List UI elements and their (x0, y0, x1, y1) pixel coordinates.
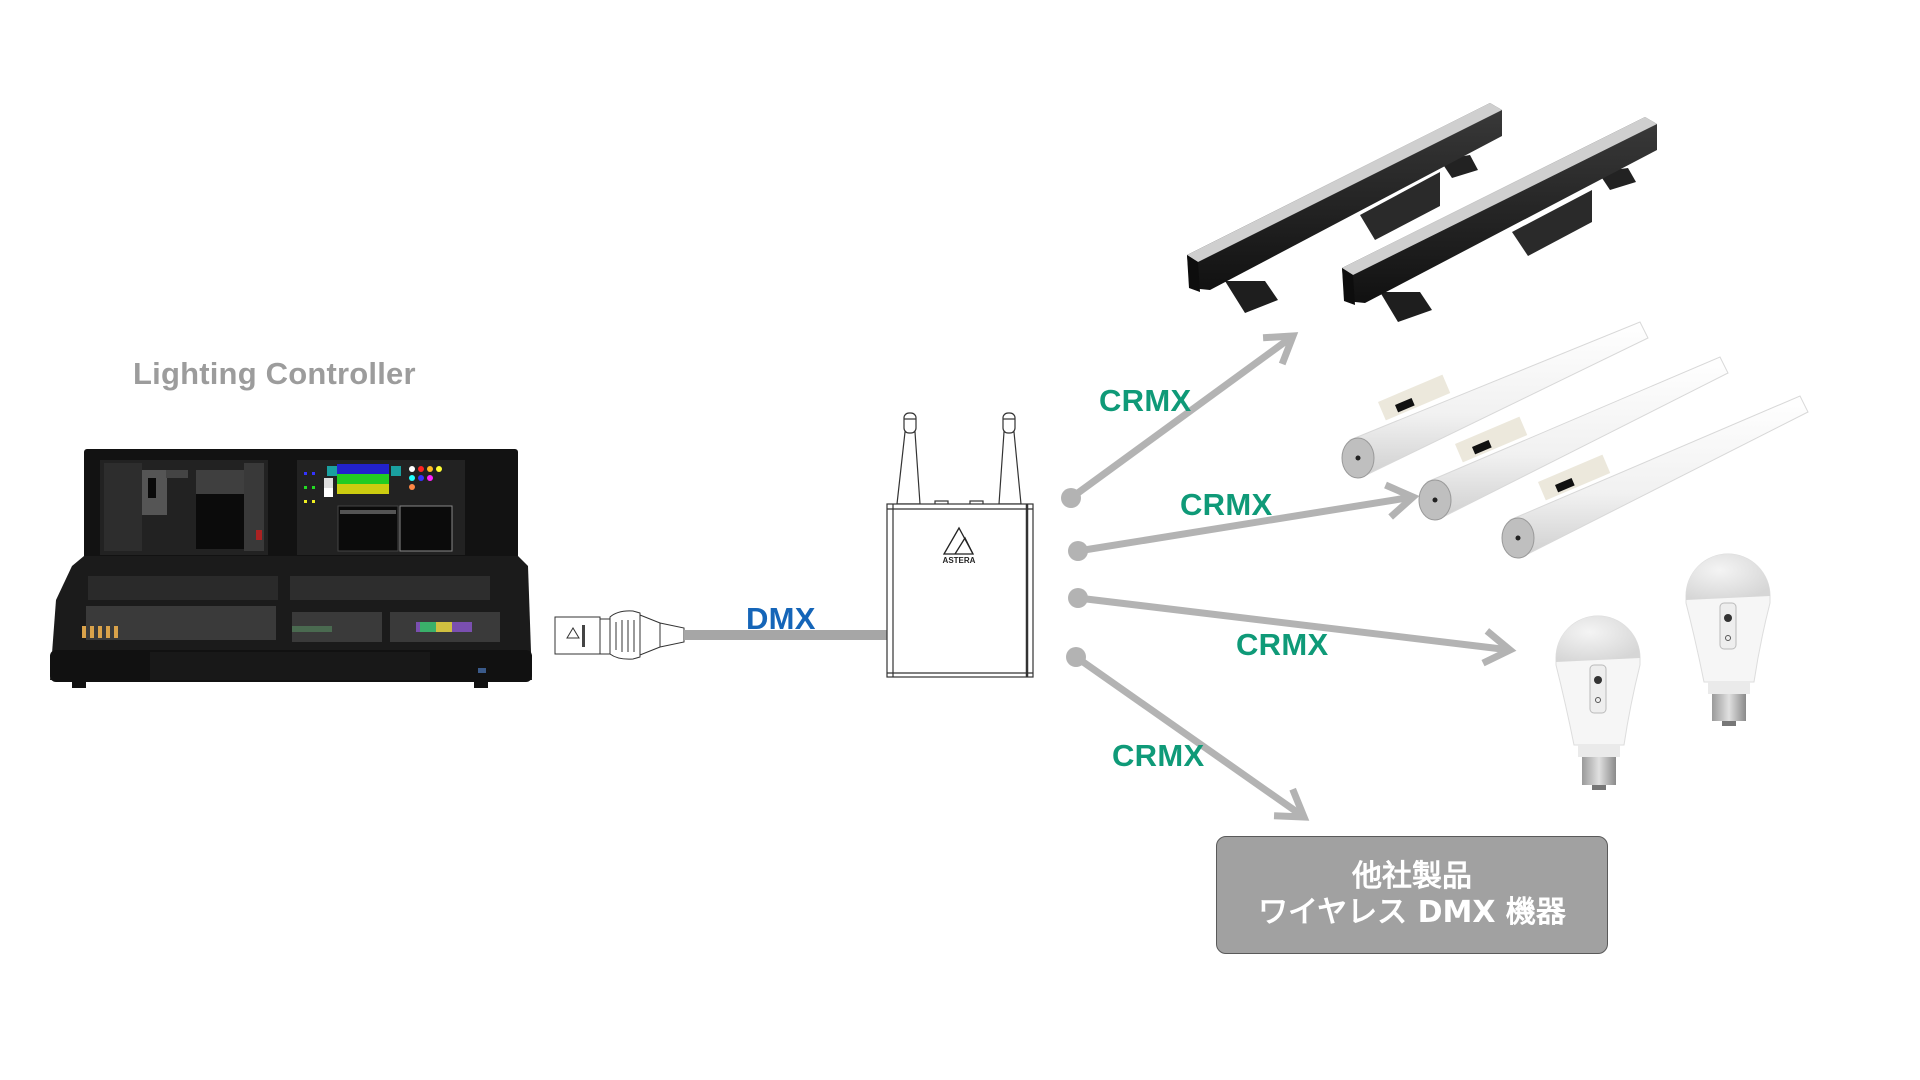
third-party-line2: ワイヤレス DMX 機器 (1258, 895, 1566, 930)
led-tube-2 (1418, 356, 1729, 521)
led-bulb-fixtures (1555, 553, 1771, 790)
lighting-controller-title: Lighting Controller (133, 356, 416, 391)
link-origin-dot (1068, 588, 1088, 608)
antenna-left-icon (896, 412, 921, 505)
link-origin-dot (1061, 488, 1081, 508)
crmx-label-bars: CRMX (1099, 383, 1192, 418)
antenna-right-icon (998, 412, 1022, 505)
led-tube-1 (1341, 321, 1649, 479)
svg-text:ASTERA: ASTERA (943, 556, 976, 565)
led-bulb-2 (1685, 553, 1771, 726)
dmx-cable (684, 630, 888, 640)
arrowhead-icon (1273, 787, 1310, 821)
console-left-screen (100, 460, 268, 555)
arrowhead-icon (1481, 628, 1517, 667)
crmx-link-arrow (1066, 647, 1310, 821)
crmx-label-tubes: CRMX (1180, 487, 1273, 522)
third-party-box: 他社製品 ワイヤレス DMX 機器 (1216, 836, 1608, 954)
link-line (1073, 654, 1307, 820)
link-origin-dot (1068, 541, 1088, 561)
astera-logo-icon: ASTERA (943, 526, 976, 565)
link-line (1077, 493, 1414, 555)
led-bar-1 (1187, 103, 1502, 313)
crmx-link-arrow (1068, 588, 1517, 667)
link-origin-dot (1066, 647, 1086, 667)
crmx-transmitter: ASTERA (886, 412, 1034, 678)
led-bar-2 (1342, 117, 1657, 322)
console-right-screen (297, 460, 465, 555)
crmx-link-arrow (1061, 332, 1299, 508)
led-bar-fixtures (1187, 103, 1657, 322)
dmx-label: DMX (746, 601, 816, 636)
crmx-label-third-party: CRMX (1112, 738, 1205, 773)
crmx-label-bulbs: CRMX (1236, 627, 1329, 662)
third-party-line1: 他社製品 (1352, 859, 1472, 894)
arrowhead-icon (1384, 481, 1420, 520)
xlr-connector (554, 610, 685, 660)
arrowhead-icon (1262, 332, 1299, 366)
link-line (1077, 594, 1511, 654)
crmx-links (1061, 332, 1517, 821)
led-bulb-1 (1555, 615, 1641, 790)
led-tube-3 (1501, 395, 1809, 559)
link-line (1068, 333, 1296, 501)
led-tube-fixtures (1341, 321, 1809, 559)
crmx-link-arrow (1068, 481, 1420, 561)
lighting-console (50, 449, 532, 688)
